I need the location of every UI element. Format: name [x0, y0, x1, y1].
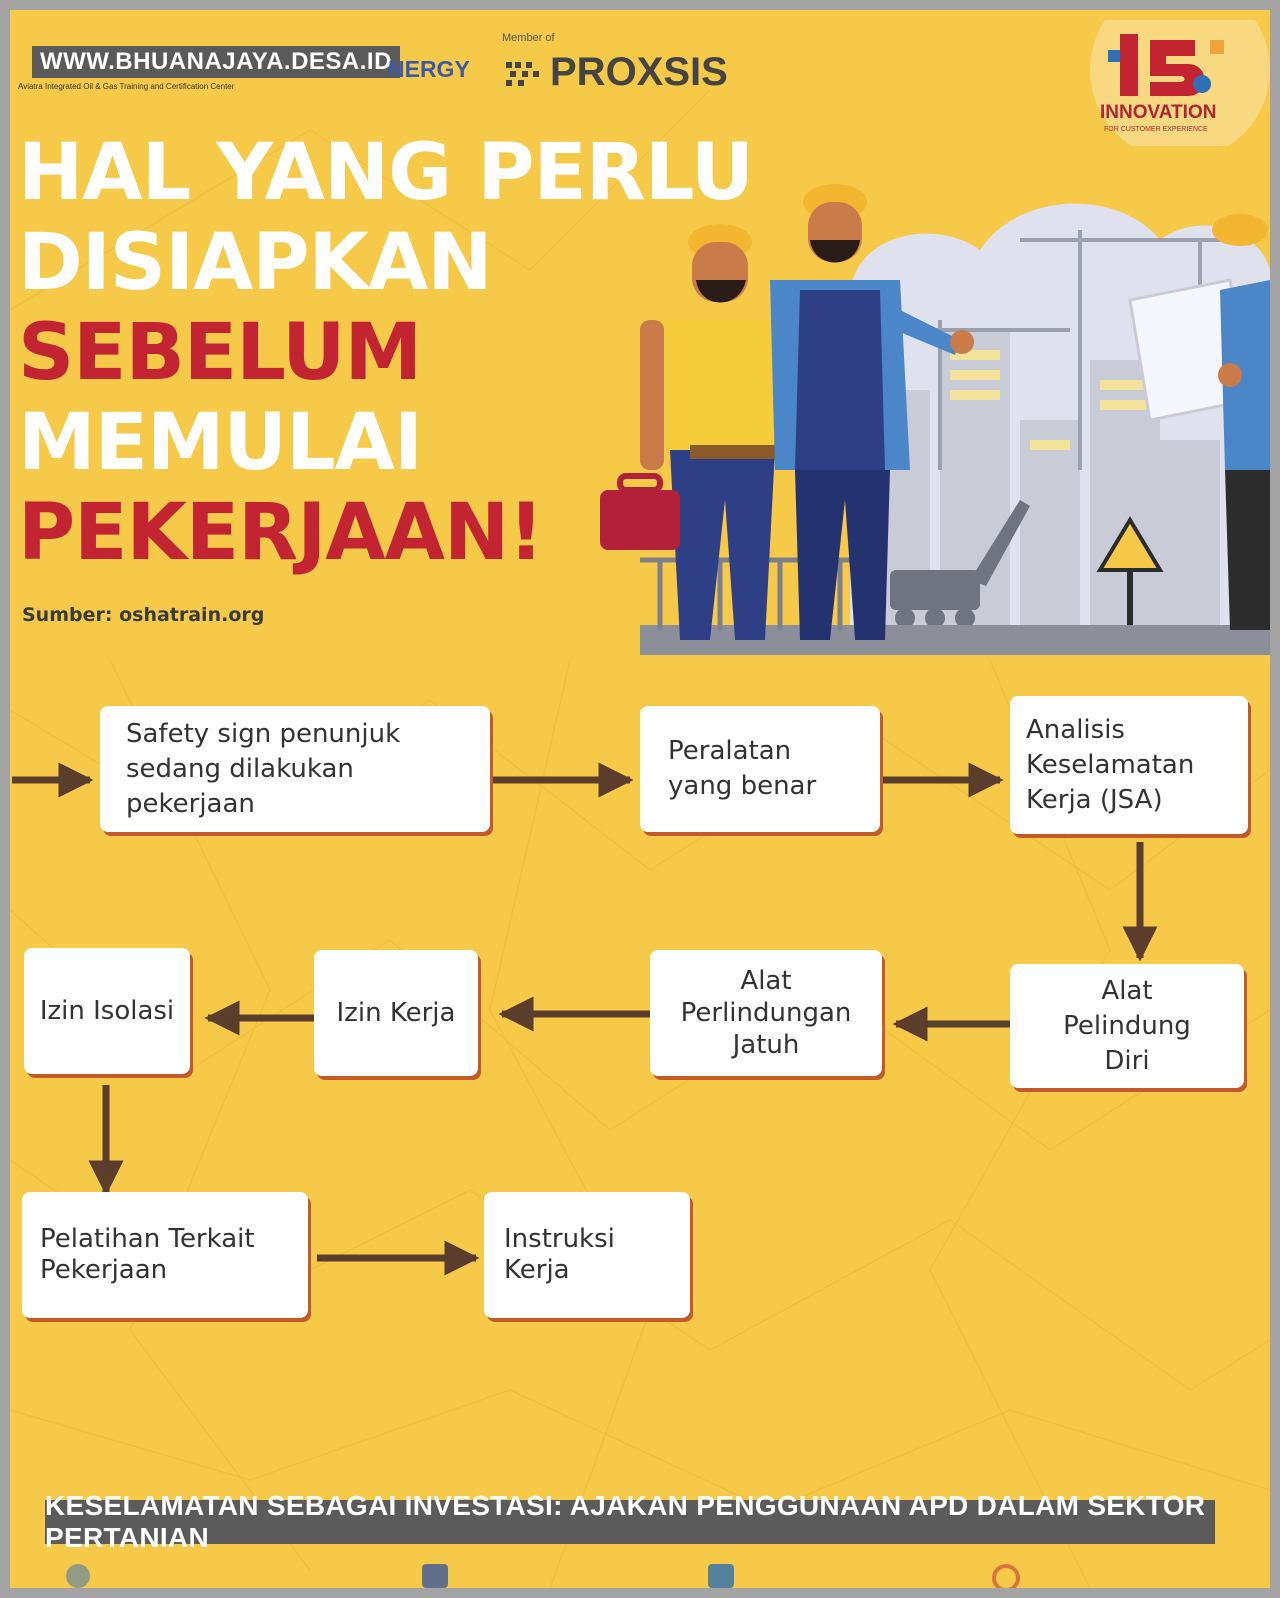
step-izin-kerja: Izin Kerja: [314, 950, 478, 1076]
step-izin-isolasi: Izin Isolasi: [24, 948, 190, 1074]
step-instruksi-line-2: Kerja: [504, 1255, 570, 1285]
step-peralatan-line-1: Peralatan: [668, 736, 792, 766]
innovation-badge: INNOVATION FOR CUSTOMER EXPERIENCE: [1070, 10, 1270, 160]
step-apd-line-2: Pelindung: [1063, 1010, 1191, 1041]
step-izin-kerja-line-1: Izin Kerja: [336, 997, 456, 1028]
step-alat-jatuh-line-3: Jatuh: [732, 1030, 800, 1060]
headline-line-1: HAL YANG PERLU: [18, 128, 754, 218]
step-jsa-line-1: Analisis: [1026, 714, 1125, 745]
step-alat-jatuh-line-1: Alat: [740, 966, 792, 996]
step-alat-jatuh-line-2: Perlindungan: [680, 998, 852, 1028]
instagram-icon: [992, 1564, 1020, 1588]
step-safety-sign-line-1: Safety sign penunjuk: [126, 718, 401, 749]
step-apd-line-3: Diri: [1104, 1045, 1150, 1076]
petro-training-logo: Aviatra Integrated Oil & Gas Training an…: [18, 30, 278, 91]
step-peralatan: Peralatan yang benar: [640, 706, 880, 832]
synergy-logo-text: NERGY: [388, 56, 470, 82]
linkedin-icon: [708, 1564, 734, 1588]
infographic-poster: Aviatra Integrated Oil & Gas Training an…: [10, 10, 1270, 1588]
article-caption: KESELAMATAN SEBAGAI INVESTASI: AJAKAN PE…: [45, 1490, 1215, 1553]
proxsis-dots-icon: [506, 61, 539, 86]
step-jsa-line-2: Keselamatan: [1026, 749, 1195, 780]
step-safety-sign: Safety sign penunjuk sedang dilakukan pe…: [100, 706, 490, 832]
step-apd: Alat Pelindung Diri: [1010, 964, 1244, 1088]
proxsis-logo-text: PROXSIS: [550, 50, 728, 94]
source-credit: Sumber: oshatrain.org: [22, 604, 265, 626]
headline: HAL YANG PERLU DISIAPKAN SEBELUM MEMULAI…: [18, 128, 754, 578]
step-peralatan-line-2: yang benar: [668, 771, 817, 801]
step-safety-sign-line-3: pekerjaan: [126, 788, 255, 819]
step-alat-jatuh: Alat Perlindungan Jatuh: [650, 950, 882, 1076]
headline-line-2: DISIAPKAN: [18, 218, 493, 308]
step-instruksi-line-1: Instruksi: [504, 1224, 615, 1254]
step-jsa: Analisis Keselamatan Kerja (JSA): [1010, 696, 1248, 834]
step-apd-line-1: Alat: [1101, 975, 1153, 1006]
innovation-label: INNOVATION: [1100, 102, 1217, 123]
member-of-label: Member of: [502, 32, 555, 44]
step-izin-isolasi-line-1: Izin Isolasi: [39, 995, 175, 1026]
proxsis-logo: PROXSIS: [506, 50, 728, 95]
step-pelatihan-line-2: Pekerjaan: [40, 1255, 168, 1285]
synergy-logo: NERGY: [388, 56, 470, 83]
innovation-emblem-icon: [1090, 10, 1270, 160]
site-watermark: WWW.BHUANAJAYA.DESA.ID: [32, 46, 400, 78]
headline-line-4: MEMULAI: [18, 398, 423, 488]
headline-line-3: SEBELUM: [18, 308, 422, 398]
innovation-sublabel: FOR CUSTOMER EXPERIENCE: [1104, 126, 1208, 133]
construction-workers-illustration: [600, 184, 1270, 655]
step-pelatihan: Pelatihan Terkait Pekerjaan: [22, 1192, 308, 1318]
petro-tagline: Aviatra Integrated Oil & Gas Training an…: [18, 82, 235, 91]
headline-line-5: PEKERJAAN!: [18, 488, 544, 578]
step-pelatihan-line-1: Pelatihan Terkait: [40, 1224, 255, 1254]
step-safety-sign-line-2: sedang dilakukan: [126, 753, 354, 784]
emblem-icon: [66, 1564, 90, 1588]
social-icons-strip: [66, 1564, 1020, 1588]
step-jsa-line-3: Kerja (JSA): [1026, 784, 1163, 815]
step-instruksi: Instruksi Kerja: [484, 1192, 690, 1318]
facebook-icon: [422, 1564, 448, 1588]
